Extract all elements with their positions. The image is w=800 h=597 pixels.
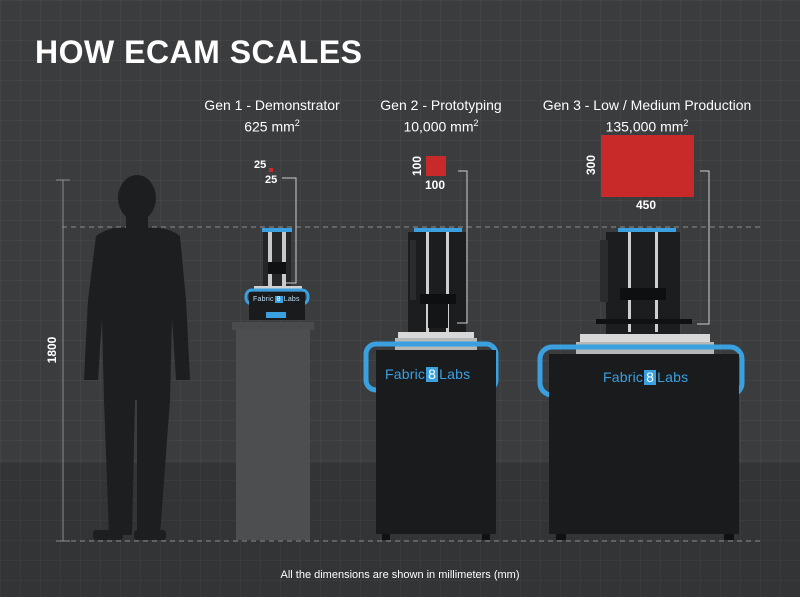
gen1-pedestal	[232, 322, 314, 540]
gen1-machine	[244, 228, 310, 320]
gen2-dimension-pointer	[457, 170, 468, 324]
gen1-area-unit-exponent: 2	[294, 118, 300, 128]
gen2-dim-height: 100	[410, 155, 424, 177]
gen3-machine	[537, 228, 745, 540]
footer-note: All the dimensions are shown in millimet…	[280, 569, 520, 581]
gen3-dim-width: 450	[636, 198, 657, 212]
gen1-area: 625 mm2	[244, 118, 300, 135]
gen2-dim-width: 100	[425, 178, 446, 192]
gen1-part	[269, 168, 273, 172]
gen1-dim-height: 25	[254, 159, 267, 171]
human-height-label: 1800	[45, 336, 59, 364]
gen3-area-unit-exponent: 2	[683, 118, 689, 128]
gen2-area-unit-exponent: 2	[473, 118, 479, 128]
gen2-area-value: 10,000 mm	[403, 118, 474, 135]
gen1-label: Gen 1 - Demonstrator	[204, 97, 340, 113]
gen3-label: Gen 3 - Low / Medium Production	[542, 97, 752, 113]
page-title: HOW ECAM SCALES	[35, 34, 363, 70]
gen2-label: Gen 2 - Prototyping	[380, 97, 502, 113]
human-silhouette	[84, 175, 190, 540]
gen1-area-value: 625 mm	[244, 118, 295, 135]
gen3-part	[601, 135, 694, 197]
gen1-dimension-pointer	[282, 177, 297, 284]
gen3-dim-height: 300	[584, 154, 598, 176]
gen3-area: 135,000 mm2	[606, 118, 689, 135]
gen2-area: 10,000 mm2	[403, 118, 478, 135]
gen3-area-value: 135,000 mm	[605, 118, 684, 135]
gen2-part	[426, 156, 446, 176]
gen2-machine	[363, 228, 499, 540]
gen3-dimension-pointer	[697, 170, 710, 325]
gen1-dim-width: 25	[265, 174, 278, 186]
